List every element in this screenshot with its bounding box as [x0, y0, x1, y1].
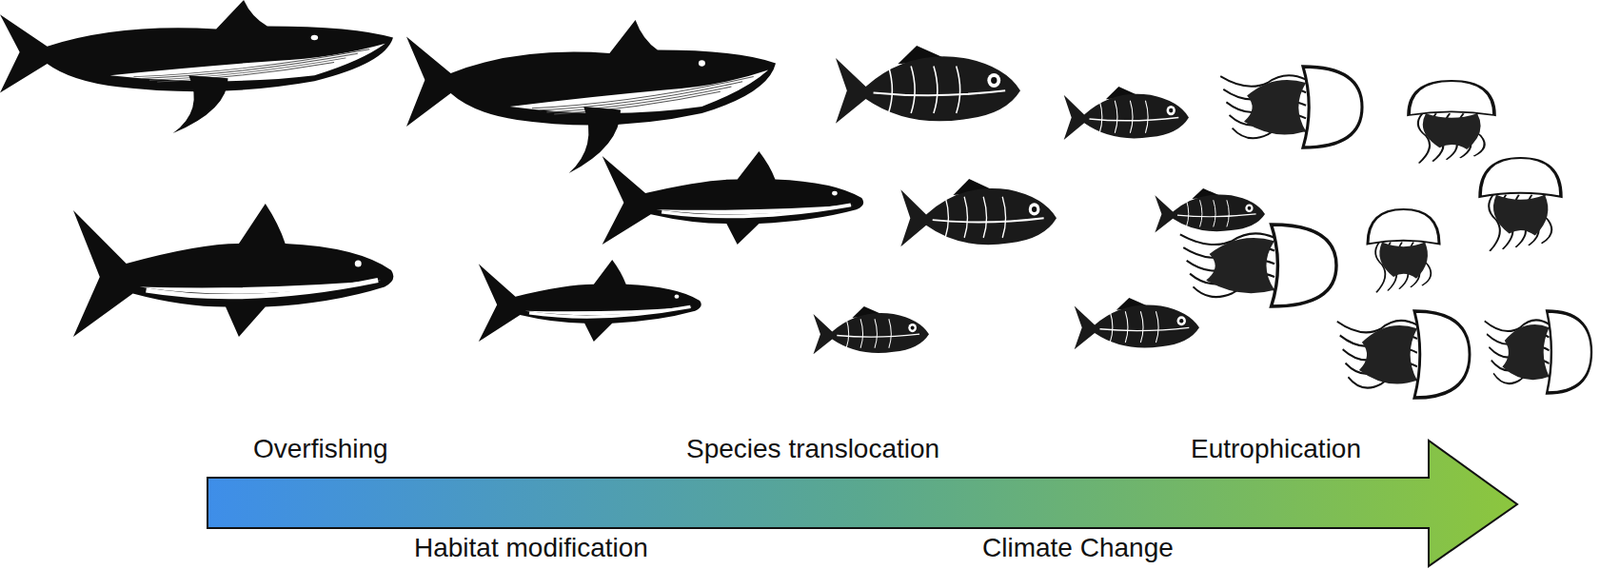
animal-silhouette	[0, 0, 394, 134]
animal-silhouettes	[0, 0, 1592, 398]
driver-label: Climate Change	[982, 533, 1174, 564]
animal-silhouette	[1480, 158, 1561, 252]
animal-silhouette	[1064, 86, 1189, 140]
driver-label: Overfishing	[253, 434, 389, 465]
driver-label: Eutrophication	[1190, 434, 1362, 465]
animal-silhouette	[1484, 311, 1592, 394]
animal-silhouette	[812, 306, 929, 355]
driver-label: Species translocation	[686, 434, 940, 465]
animal-silhouette	[1220, 66, 1363, 148]
animal-silhouette	[1180, 224, 1337, 307]
animal-silhouette	[73, 203, 394, 337]
animal-silhouette	[1337, 311, 1470, 398]
animal-silhouette	[1074, 297, 1200, 350]
animal-silhouette	[1154, 188, 1265, 234]
animal-silhouette	[835, 45, 1021, 124]
animal-silhouette	[478, 259, 702, 342]
animal-silhouette	[602, 151, 865, 245]
animal-silhouette	[900, 178, 1057, 247]
animal-silhouette	[1408, 80, 1495, 163]
driver-label: Habitat modification	[414, 533, 649, 564]
animal-silhouette	[1367, 209, 1440, 293]
animal-silhouette	[406, 19, 776, 174]
